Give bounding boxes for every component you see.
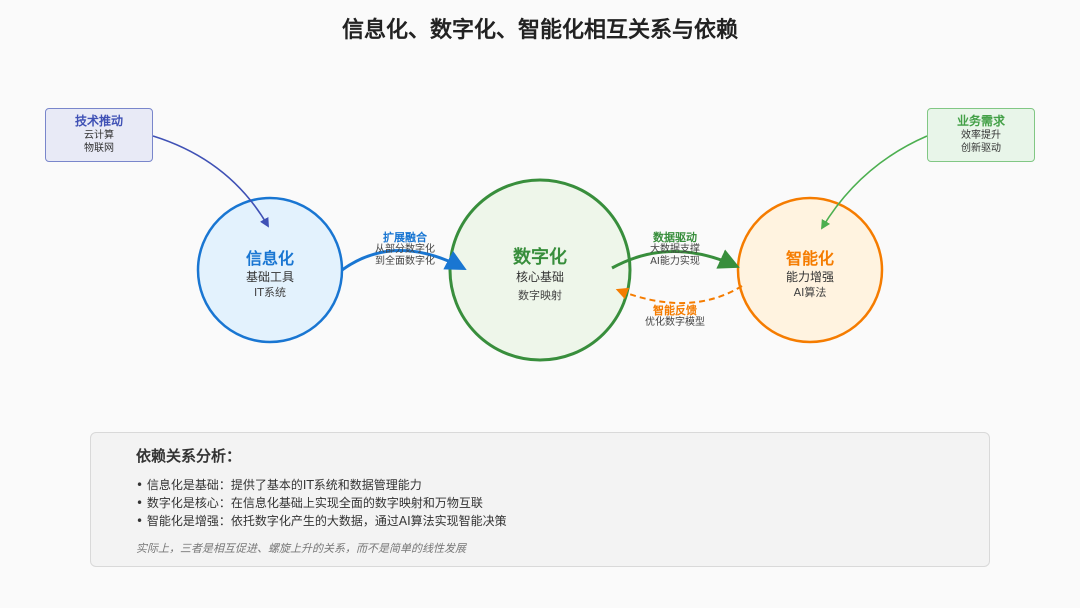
digital-circle	[448, 178, 632, 362]
feedback-arrow	[615, 285, 743, 304]
digital-line: 数字映射	[518, 289, 562, 302]
biz-box-title: 业务需求	[956, 114, 1005, 128]
tech-push-arrow	[152, 135, 269, 228]
data-drive-label-title: 数据驱动	[653, 231, 697, 244]
expand-arrow	[341, 249, 467, 272]
data-drive-label-line: AI能力实现	[650, 256, 700, 267]
smart-title: 智能化	[785, 249, 834, 268]
analysis-title: 依赖关系分析：	[136, 447, 242, 465]
expand-label-line: 从部分数字化	[375, 244, 435, 255]
data-drive-label: 数据驱动 大数据支撑 AI能力实现	[630, 232, 720, 268]
smart-line: 能力增强	[785, 270, 834, 284]
biz-box-line: 创新驱动	[961, 143, 1001, 154]
info-line: 基础工具	[245, 270, 294, 284]
feedback-label: 智能反馈 优化数字模型	[630, 305, 720, 329]
tech-push-box: 技术推动 云计算 物联网	[45, 108, 153, 162]
biz-demand-arrow	[821, 135, 928, 230]
tech-box-line: 云计算	[84, 130, 114, 141]
analysis-item: 数字化是核心：在信息化基础上实现全面的数字映射和万物互联	[136, 494, 989, 512]
analysis-item: 信息化是基础：提供了基本的IT系统和数据管理能力	[136, 476, 989, 494]
analysis-item: 智能化是增强：依托数字化产生的大数据，通过AI算法实现智能决策	[136, 512, 989, 530]
data-drive-label-line: 大数据支撑	[650, 244, 700, 255]
info-circle-text: 信息化 基础工具 IT系统	[200, 245, 340, 301]
biz-demand-box: 业务需求 效率提升 创新驱动	[927, 108, 1035, 162]
expand-label-title: 扩展融合	[383, 231, 427, 244]
smart-circle-text: 智能化 能力增强 AI算法	[740, 245, 880, 301]
digital-circle-text: 数字化 核心基础 数字映射	[460, 243, 620, 304]
biz-box-line: 效率提升	[961, 130, 1001, 141]
expand-label-line: 到全面数字化	[375, 256, 435, 267]
info-line: IT系统	[254, 286, 286, 299]
feedback-label-title: 智能反馈	[653, 304, 697, 317]
digital-title: 数字化	[513, 247, 567, 268]
analysis-note: 实际上，三者是相互促进、螺旋上升的关系，而不是简单的线性发展	[136, 542, 466, 555]
info-title: 信息化	[245, 249, 294, 268]
analysis-list: 信息化是基础：提供了基本的IT系统和数据管理能力 数字化是核心：在信息化基础上实…	[136, 476, 989, 530]
data-drive-arrow	[611, 249, 740, 270]
smart-circle	[736, 196, 884, 344]
digital-line: 核心基础	[515, 270, 564, 284]
tech-box-line: 物联网	[84, 143, 114, 154]
page-title: 信息化、数字化、智能化相互关系与依赖	[341, 18, 738, 43]
smart-line: AI算法	[793, 286, 827, 299]
tech-box-title: 技术推动	[74, 114, 123, 128]
feedback-label-line: 优化数字模型	[645, 317, 705, 328]
expand-label: 扩展融合 从部分数字化 到全面数字化	[360, 232, 450, 268]
analysis-panel: 依赖关系分析： 信息化是基础：提供了基本的IT系统和数据管理能力 数字化是核心：…	[90, 432, 990, 567]
